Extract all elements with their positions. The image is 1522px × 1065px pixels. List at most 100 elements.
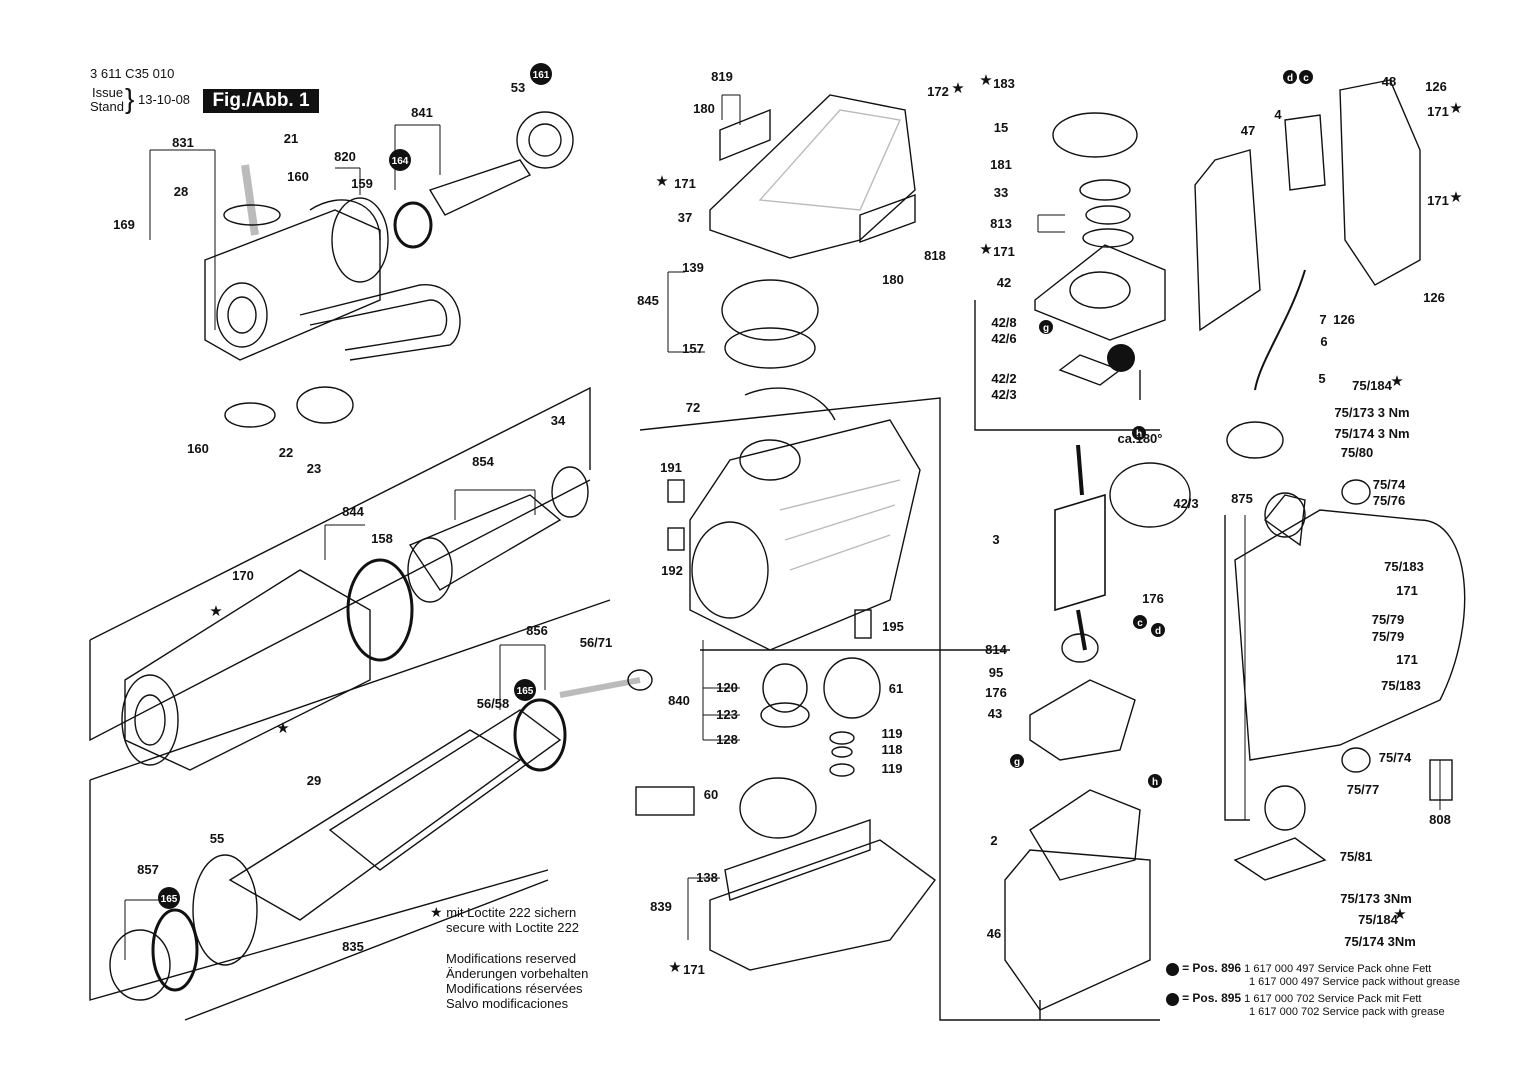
part-label: 42/3 <box>1173 496 1198 511</box>
letter-circle: g <box>1039 320 1053 334</box>
issue-date: 13-10-08 <box>138 92 191 107</box>
modifications-note: Modifications reserved Änderungen vorbeh… <box>446 951 588 1011</box>
part-label: 844 <box>342 504 364 519</box>
part-label: 23 <box>307 461 321 476</box>
service-pack-pos: = Pos. 896 <box>1182 961 1242 975</box>
letter-circle: g <box>1010 754 1024 768</box>
part-label: 171 <box>674 176 696 191</box>
part-label: 171 <box>1427 104 1449 119</box>
marker-circle-label: 161 <box>533 70 550 81</box>
part-label: 808 <box>1429 812 1451 827</box>
part-label: 15 <box>994 120 1008 135</box>
part-label: 191 <box>660 460 682 475</box>
part-label: 75/184 <box>1352 378 1393 393</box>
service-pack-line1: 1 617 000 497 Service Pack ohne Fett <box>1244 963 1432 975</box>
part-label: 42/8 <box>991 315 1016 330</box>
part-label: 192 <box>661 563 683 578</box>
part-label: 875 <box>1231 491 1253 506</box>
star-icons: ★★★★★★★★★★★ <box>209 71 1462 976</box>
part-label: 814 <box>985 642 1007 657</box>
service-pack-line1: 1 617 000 702 Service Pack mit Fett <box>1244 993 1422 1005</box>
star-icon: ★ <box>209 602 222 620</box>
star-icon: ★ <box>979 240 992 258</box>
svg-text:g: g <box>1043 323 1049 334</box>
part-label: 53 <box>511 80 525 95</box>
part-label: 118 <box>882 742 903 757</box>
part-label: 42 <box>997 275 1011 290</box>
star-icon: ★ <box>655 172 668 190</box>
svg-text:h: h <box>1152 777 1158 788</box>
part-label: 157 <box>682 341 704 356</box>
part-label: 128 <box>716 732 738 747</box>
marker-circle-label: 165 <box>517 686 534 697</box>
modifications-de: Änderungen vorbehalten <box>446 966 589 981</box>
part-label: 123 <box>716 707 738 722</box>
part-label: 56/71 <box>580 635 613 650</box>
part-label: 75/77 <box>1347 782 1380 797</box>
part-label: 126 <box>1425 79 1447 94</box>
part-label: 171 <box>1396 652 1418 667</box>
star-icon: ★ <box>430 904 443 920</box>
letter-circle: c <box>1133 615 1147 629</box>
part-label: 43 <box>988 706 1002 721</box>
part-label: 95 <box>989 665 1003 680</box>
part-label: 839 <box>650 899 672 914</box>
part-label: 34 <box>551 413 566 428</box>
service-pack-pos: = Pos. 895 <box>1182 991 1242 1005</box>
part-label: ca.180° <box>1118 431 1163 446</box>
part-label: 138 <box>696 870 718 885</box>
part-label: 169 <box>113 217 135 232</box>
part-label: 171 <box>1396 583 1418 598</box>
part-label: 119 <box>882 761 903 776</box>
part-label: 813 <box>990 216 1012 231</box>
service-pack-line2: 1 617 000 702 Service pack with grease <box>1249 1005 1445 1018</box>
part-label: 158 <box>371 531 393 546</box>
part-label: 180 <box>693 101 715 116</box>
part-label: 4 <box>1274 107 1282 122</box>
modifications-es: Salvo modificaciones <box>446 996 569 1011</box>
letter-circle: d <box>1151 623 1165 637</box>
part-label: 845 <box>637 293 659 308</box>
part-label: 171 <box>1427 193 1449 208</box>
part-label: 42/6 <box>991 331 1016 346</box>
part-label: 195 <box>882 619 904 634</box>
part-label: 75/184 <box>1358 912 1399 927</box>
part-label: 28 <box>174 184 188 199</box>
part-label: 181 <box>990 157 1012 172</box>
part-label: 75/173 3 Nm <box>1334 405 1409 420</box>
marker-circle: 161 <box>530 63 552 85</box>
part-label: 46 <box>987 926 1001 941</box>
document-number: 3 611 C35 010 <box>90 66 175 81</box>
part-label: 831 <box>172 135 194 150</box>
part-label: 835 <box>342 939 364 954</box>
star-icon: ★ <box>979 71 992 89</box>
part-label: 75/74 <box>1373 477 1406 492</box>
part-label: 126 <box>1423 290 1445 305</box>
part-label: 60 <box>704 787 718 802</box>
brace: } <box>125 83 135 114</box>
part-label: 29 <box>307 773 321 788</box>
letter-circle: h <box>1148 774 1162 788</box>
part-label: 126 <box>1333 312 1355 327</box>
part-label: 22 <box>279 445 293 460</box>
part-label: 75/76 <box>1373 493 1406 508</box>
star-icon: ★ <box>1390 372 1403 390</box>
issue-label: Issue <box>92 85 124 100</box>
svg-text:c: c <box>1137 618 1143 629</box>
part-label: 160 <box>187 441 209 456</box>
service-pack-895: = Pos. 895 1 617 000 702 Service Pack mi… <box>1166 992 1445 1018</box>
part-label: 819 <box>711 69 733 84</box>
part-label: 159 <box>351 176 373 191</box>
part-label: 75/183 <box>1381 678 1421 693</box>
modifications-en: Modifications reserved <box>446 951 577 966</box>
part-label: 841 <box>411 105 433 120</box>
part-label: 7 <box>1319 312 1326 327</box>
part-label: 75/174 3Nm <box>1344 934 1416 949</box>
part-label: 42/2 <box>991 371 1016 386</box>
star-icon: ★ <box>951 79 964 97</box>
part-label: 854 <box>472 454 494 469</box>
part-label: 21 <box>284 131 298 146</box>
service-pack-dot <box>1107 344 1135 372</box>
part-label: 183 <box>993 76 1015 91</box>
part-label: 119 <box>882 726 903 741</box>
